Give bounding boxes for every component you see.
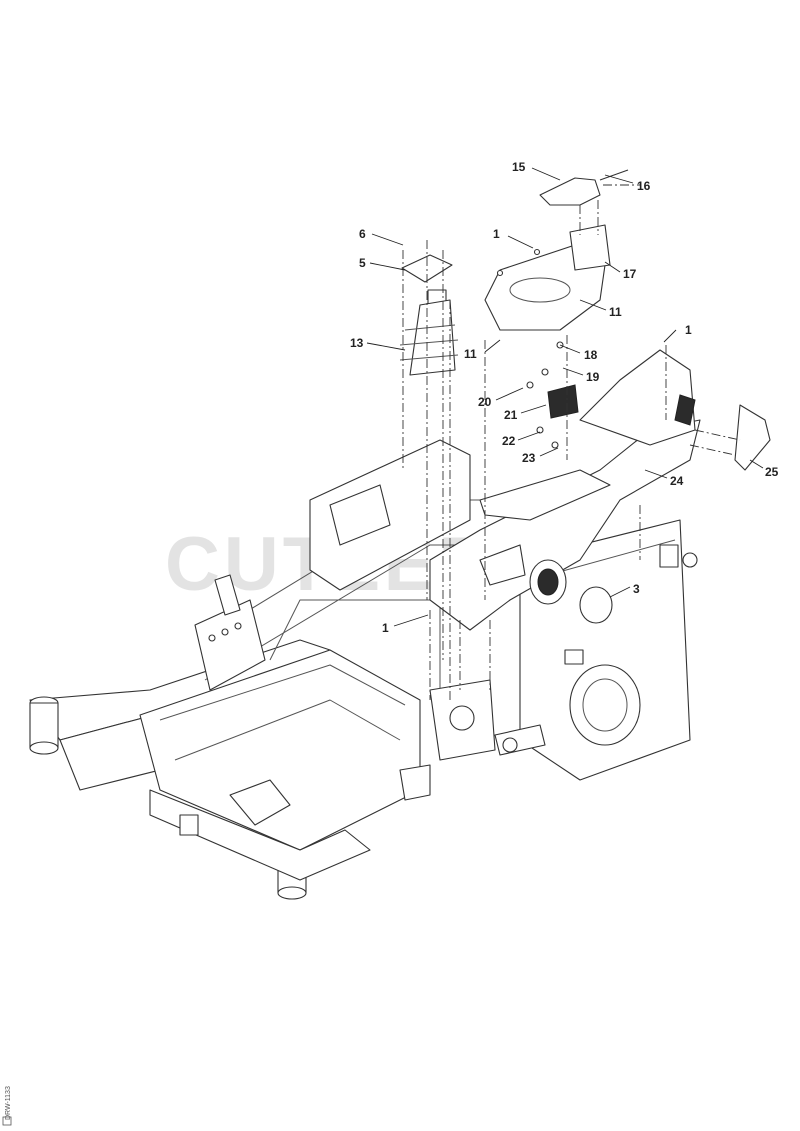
callout-11: 11: [609, 305, 622, 319]
control-boot-13: [399, 289, 459, 376]
callout-1: 1: [685, 323, 692, 337]
callout-5: 5: [359, 256, 366, 270]
callout-24: 24: [670, 474, 684, 488]
rear-cover-17: [484, 224, 611, 331]
boot-bezel-5: [401, 254, 453, 283]
callout-25: 25: [765, 465, 779, 479]
callout-13: 13: [350, 336, 364, 350]
drawing-code-box: [2, 1116, 12, 1126]
callout-1: 1: [493, 227, 500, 241]
callout-11: 11: [464, 347, 477, 361]
assembly-lines: [402, 184, 741, 700]
callout-19: 19: [586, 370, 600, 384]
callout-22: 22: [502, 434, 516, 448]
callout-leaders: [366, 167, 764, 627]
drawing-code: DRW-1133: [5, 1086, 12, 1120]
rod-16: [599, 169, 629, 181]
switch-cluster: [526, 341, 579, 449]
callout-16: 16: [637, 179, 651, 193]
left-caster-post: [29, 696, 59, 755]
callout-labels: 15 16 1 17 6 5 11 11 13 1 18 19 20 21 22…: [350, 160, 779, 635]
cup-holder-15: [539, 177, 601, 206]
callout-18: 18: [584, 348, 598, 362]
callout-3: 3: [633, 582, 640, 596]
side-panel-25: [734, 404, 771, 471]
callout-21: 21: [504, 408, 518, 422]
callout-17: 17: [623, 267, 637, 281]
callout-20: 20: [478, 395, 492, 409]
callout-6: 6: [359, 227, 366, 241]
console-shroud: [429, 349, 701, 631]
callout-23: 23: [522, 451, 536, 465]
callout-1: 1: [382, 621, 389, 635]
callout-15: 15: [512, 160, 526, 174]
